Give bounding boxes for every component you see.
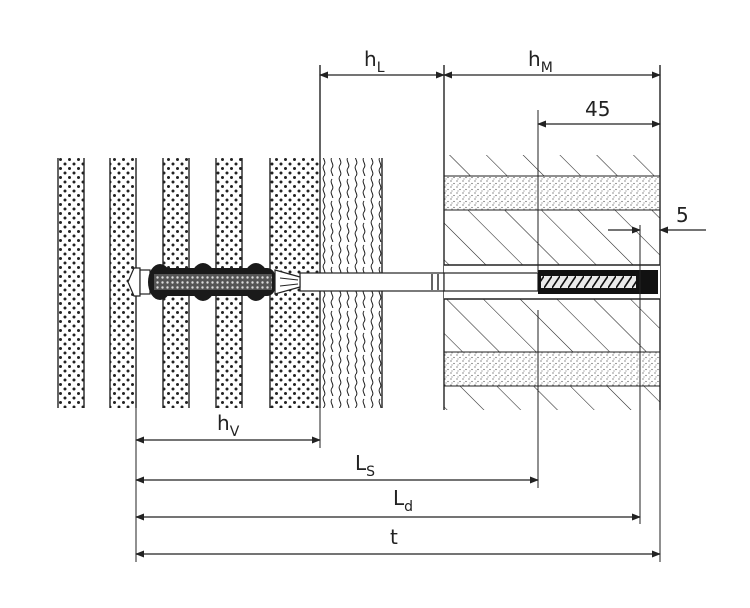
label-hL: hL [364,47,385,76]
label-5: 5 [676,203,689,227]
label-t: t [390,525,398,549]
top-dimensions [319,71,706,272]
masonry-substrate [443,65,661,410]
label-Ls: LS [355,451,375,480]
label-45: 45 [585,97,610,121]
label-hV: hV [217,411,240,440]
insulation-anchor [127,263,658,301]
label-Ld: Ld [393,486,413,515]
bottom-dimensions [135,436,661,558]
label-hM: hM [528,47,553,76]
adhesive-layer [319,65,383,408]
